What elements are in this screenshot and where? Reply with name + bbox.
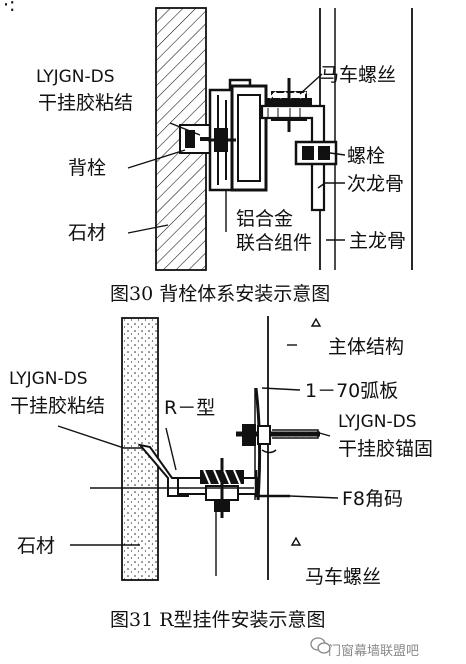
fig30-leaders xyxy=(127,73,346,241)
figure31-drawing xyxy=(57,316,339,581)
fig31-label-adhesive-line1: LYJGN-DS xyxy=(9,369,88,389)
fig31-caption: 图31 R型挂件安装示意图 xyxy=(110,609,326,631)
fig30-label-main-keel: 主龙骨 xyxy=(349,230,407,252)
fig31-label-carriage-bolt: 马车螺丝 xyxy=(305,566,382,588)
fig31-f8-angle xyxy=(254,470,290,498)
fig30-label-carriage-bolt: 马车螺丝 xyxy=(320,64,397,86)
fig31-label-stone: 石材 xyxy=(17,535,56,557)
fig31-label-anchor-line1: LYJGN-DS xyxy=(338,412,417,432)
fig30-bolt xyxy=(294,140,338,166)
watermark-chat-icon xyxy=(310,637,331,654)
fig30-label-bolt: 螺栓 xyxy=(347,145,386,167)
fig30-label-secondary-keel: 次龙骨 xyxy=(347,173,405,195)
fig30-caption: 图30 背栓体系安装示意图 xyxy=(110,283,331,305)
fig31-label-arc-plate: 1－70弧板 xyxy=(305,380,399,402)
fig30-label-stone: 石材 xyxy=(68,222,107,244)
watermark-text: 门窗幕墙联盟吧 xyxy=(328,644,420,659)
fig31-anchor-bolt xyxy=(236,424,320,454)
corner-mark: ·: xyxy=(3,0,16,16)
fig30-label-back-bolt: 背栓 xyxy=(68,157,107,179)
fig31-label-adhesive-line2: 干挂胶粘结 xyxy=(10,395,106,417)
fig31-label-anchor-line2: 干挂胶锚固 xyxy=(338,438,434,460)
fig31-label-f8-angle: F8角码 xyxy=(342,488,404,510)
fig30-label-adhesive-line2: 干挂胶粘结 xyxy=(38,92,134,114)
figure30-drawing xyxy=(127,7,413,271)
fig31-leaders xyxy=(57,344,339,576)
fig30-label-adhesive-line1: LYJGN-DS xyxy=(36,67,115,87)
fig31-carriage-bolt xyxy=(200,458,244,518)
fig30-label-aluminum-line1: 铝合金 xyxy=(236,208,294,230)
fig31-label-r-type: R－型 xyxy=(164,397,216,419)
fig30-label-aluminum-line2: 联合组件 xyxy=(236,232,313,254)
fig31-label-main-structure: 主体结构 xyxy=(328,336,405,358)
